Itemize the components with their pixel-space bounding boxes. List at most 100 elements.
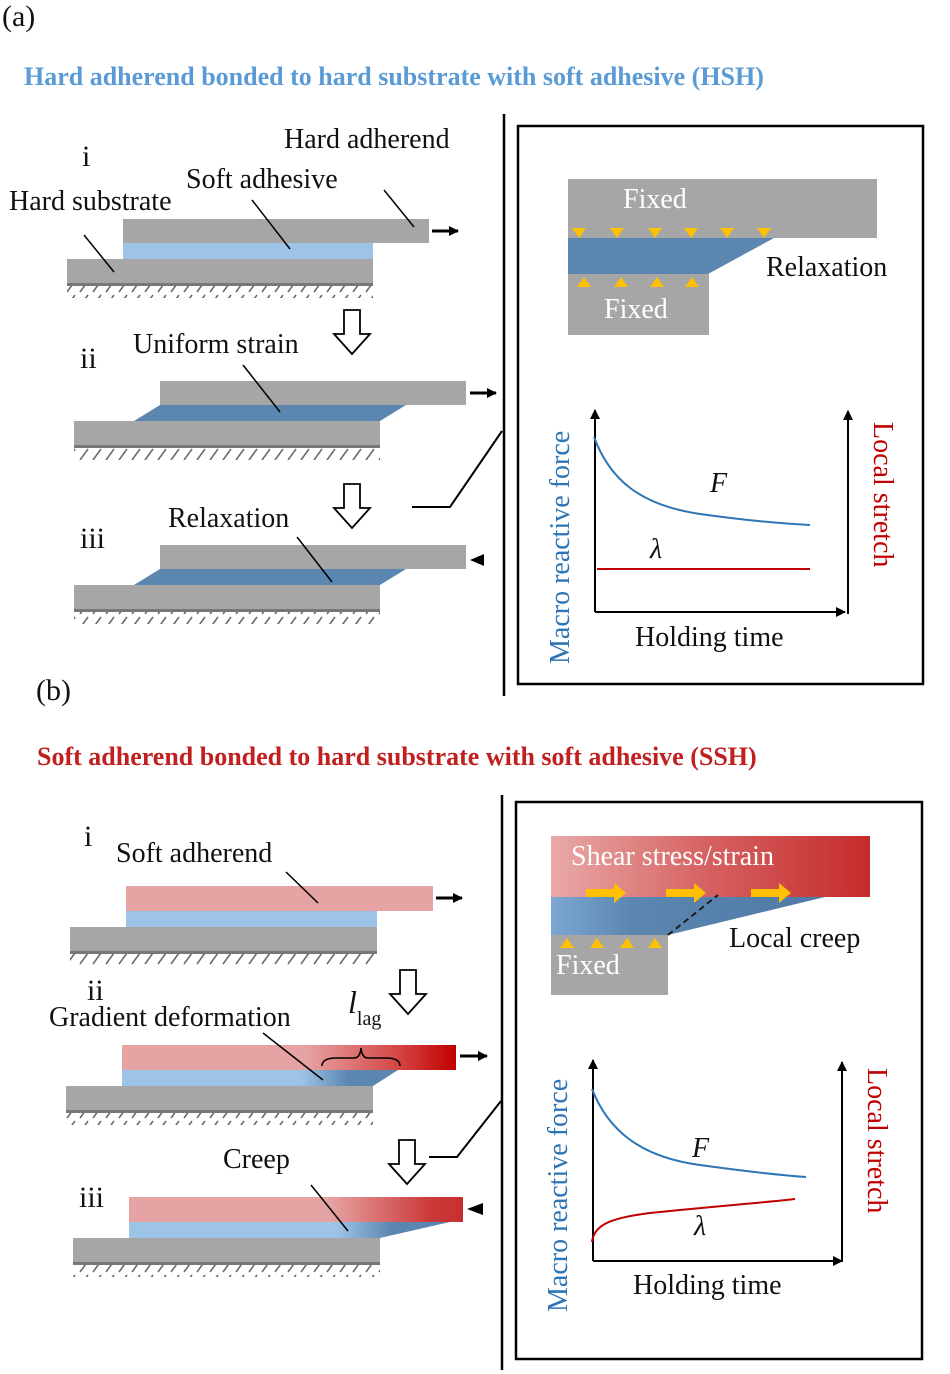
leader-uniform-strain xyxy=(242,364,281,413)
hsh-step-iii-assembly xyxy=(74,430,503,624)
ground-hatch xyxy=(74,612,380,624)
inset-fixed: Fixed xyxy=(556,950,620,981)
relaxation-label: Relaxation xyxy=(168,503,290,534)
leader-creep xyxy=(310,1184,349,1232)
shear-stress-label: Shear stress/strain xyxy=(571,841,774,872)
hard-substrate-label: Hard substrate xyxy=(9,186,172,217)
ssh-step-ii-assembly xyxy=(66,969,488,1125)
ground-hatch xyxy=(73,1265,380,1277)
ssh-step-iii-assembly xyxy=(73,1100,502,1277)
inset-fixed-bottom: Fixed xyxy=(604,294,668,325)
leader-hard-adherend xyxy=(383,189,415,228)
hard-adherend xyxy=(160,381,466,405)
ground-line xyxy=(70,951,377,954)
ground-line xyxy=(74,609,380,612)
y-left-label-a: Macro reactive force xyxy=(545,430,576,664)
panel-b-label: (b) xyxy=(36,674,71,707)
y-right-label-b: Local stretch xyxy=(861,1068,892,1214)
hard-adherend-label: Hard adherend xyxy=(284,124,450,155)
sheared-adhesive xyxy=(134,405,406,421)
hard-substrate xyxy=(67,259,373,283)
ssh-step-i-assembly xyxy=(70,871,463,966)
ground-hatch xyxy=(67,286,373,298)
force-curve xyxy=(593,436,811,526)
panel-a-title: Hard adherend bonded to hard substrate w… xyxy=(24,62,764,91)
hard-substrate xyxy=(70,927,377,951)
gradient-deformation-label: Gradient deformation xyxy=(49,1002,291,1033)
hsh-step-ii-assembly xyxy=(74,309,497,460)
hard-substrate xyxy=(74,421,380,445)
hsh-inset-schematic xyxy=(568,179,877,335)
creep-dashed-line xyxy=(667,894,719,936)
hard-substrate xyxy=(73,1238,380,1262)
stretch-curve xyxy=(591,1198,796,1243)
ground-hatch xyxy=(70,954,377,966)
callout-connector xyxy=(412,430,503,508)
panel-b-inset-box xyxy=(514,800,924,1361)
stretch-symbol-a: λ xyxy=(650,534,663,565)
panel-b-title: Soft adherend bonded to hard substrate w… xyxy=(37,742,757,771)
inset-relaxation-label: Relaxation xyxy=(766,252,888,283)
step-iii-label: iii xyxy=(79,1181,105,1214)
ground-hatch xyxy=(66,1113,373,1125)
down-arrow-icon xyxy=(387,969,429,1016)
hold-arrow-icon xyxy=(467,1203,483,1215)
soft-adherend xyxy=(126,886,433,911)
ground-line xyxy=(74,445,380,448)
support-triangles-bottom xyxy=(577,277,699,287)
fixed-bottom-block xyxy=(568,274,709,335)
leader-gradient-deformation xyxy=(262,1032,324,1081)
hsh-step-i-assembly xyxy=(67,189,459,298)
step-iii-label: iii xyxy=(80,522,106,555)
adhesive-gradient xyxy=(129,1222,450,1238)
y-left-label-b: Macro reactive force xyxy=(543,1078,574,1312)
ground-line xyxy=(73,1262,380,1265)
soft-adherend-label: Soft adherend xyxy=(116,838,273,869)
step-ii-label: ii xyxy=(87,974,104,1007)
leader-hard-substrate xyxy=(83,234,115,273)
hard-substrate xyxy=(74,585,380,609)
lag-symbol: llag xyxy=(348,984,381,1029)
leader-relaxation xyxy=(296,536,333,583)
callout-connector xyxy=(429,1100,502,1158)
soft-adhesive-label: Soft adhesive xyxy=(186,164,338,195)
lag-subscript: lag xyxy=(356,1008,382,1030)
ground-line xyxy=(66,1110,373,1113)
down-arrow-icon xyxy=(386,1139,428,1186)
panel-a-inset-box xyxy=(516,124,925,686)
shear-adherend xyxy=(551,836,870,897)
adhesive-layer xyxy=(551,897,825,935)
step-ii-label: ii xyxy=(80,342,97,375)
creep-label: Creep xyxy=(223,1144,290,1175)
force-symbol-a: F xyxy=(710,468,728,499)
panel-a-label: (a) xyxy=(2,0,36,33)
hard-substrate xyxy=(66,1086,373,1110)
stretch-symbol-b: λ xyxy=(694,1211,707,1242)
adhesive-layer xyxy=(568,238,774,274)
hold-arrow-icon xyxy=(470,554,484,566)
lag-symbol-l: l xyxy=(348,984,357,1020)
x-label-b: Holding time xyxy=(633,1270,782,1301)
ground-line xyxy=(67,283,373,286)
ssh-inset-schematic xyxy=(551,836,870,995)
soft-adherend-gradient xyxy=(122,1045,456,1070)
force-symbol-b: F xyxy=(692,1133,710,1164)
down-arrow-icon xyxy=(331,309,373,356)
adhesive-gradient xyxy=(122,1070,398,1086)
down-arrow-icon xyxy=(331,483,373,530)
leader-soft-adherend xyxy=(285,871,319,904)
lag-brace-icon xyxy=(321,1047,401,1067)
force-curve xyxy=(591,1088,807,1178)
shear-arrows xyxy=(586,883,791,903)
step-i-label: i xyxy=(84,820,93,853)
ssh-plot xyxy=(588,1059,847,1266)
support-triangles xyxy=(560,938,662,948)
soft-adhesive xyxy=(126,911,377,927)
soft-adherend-gradient xyxy=(129,1197,463,1222)
inset-fixed-top: Fixed xyxy=(623,184,687,215)
hsh-plot xyxy=(590,409,853,617)
x-label-a: Holding time xyxy=(635,622,784,653)
support-triangles-top xyxy=(572,228,771,238)
relaxed-adhesive xyxy=(134,569,406,585)
